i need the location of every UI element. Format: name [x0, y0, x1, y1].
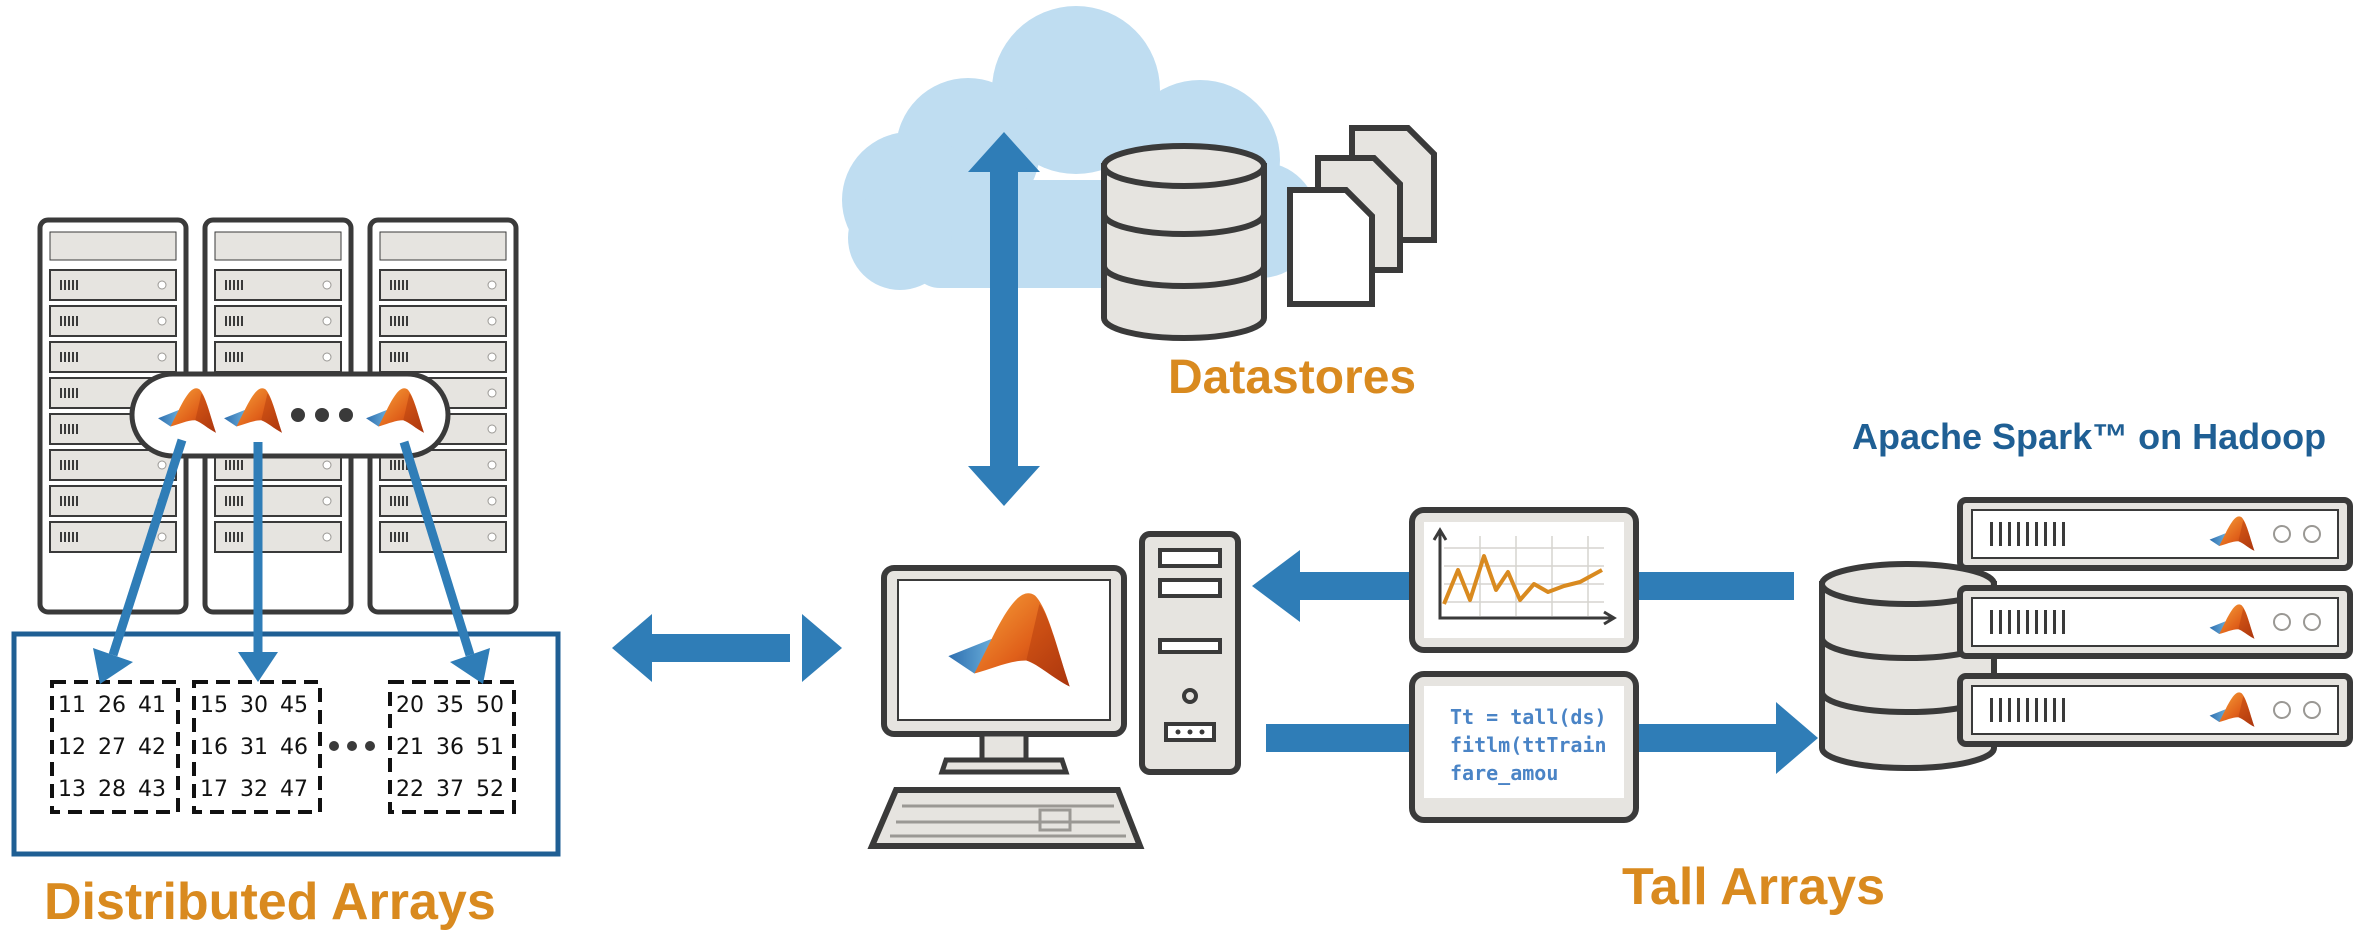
spark-on-hadoop-label: Apache Spark™ on Hadoop [1852, 416, 2327, 457]
array-value: 27 [98, 735, 126, 760]
array-value: 16 [200, 735, 228, 760]
rack-server-icon [1957, 585, 2353, 659]
ellipsis-dot [339, 408, 353, 422]
rack-unit [49, 341, 177, 373]
array-value: 32 [240, 777, 268, 802]
rack-unit [379, 485, 507, 517]
array-value: 51 [476, 735, 504, 760]
rack-unit [379, 521, 507, 553]
rack-unit [379, 341, 507, 373]
array-value: 21 [396, 735, 424, 760]
line-chart-panel [1409, 507, 1639, 653]
tall-arrays-label: Tall Arrays [1622, 858, 1886, 916]
ellipsis-dot [315, 408, 329, 422]
array-value: 45 [280, 693, 308, 718]
rack-unit [379, 269, 507, 301]
server-rack-icon [37, 217, 189, 615]
array-value: 26 [98, 693, 126, 718]
array-value: 17 [200, 777, 228, 802]
keyboard-icon [867, 787, 1145, 849]
array-value: 15 [200, 693, 228, 718]
array-value: 30 [240, 693, 268, 718]
array-value: 37 [436, 777, 464, 802]
ellipsis-dot [291, 408, 305, 422]
array-value: 20 [396, 693, 424, 718]
array-value: 46 [280, 735, 308, 760]
array-value: 13 [58, 777, 86, 802]
array-block-1 [50, 680, 180, 814]
array-value: 35 [436, 693, 464, 718]
array-value: 28 [98, 777, 126, 802]
array-value: 22 [396, 777, 424, 802]
array-value: 36 [436, 735, 464, 760]
rack-unit [214, 305, 342, 337]
rack-unit [49, 449, 177, 481]
rack-unit [214, 341, 342, 373]
array-value: 42 [138, 735, 166, 760]
rack-unit [214, 521, 342, 553]
array-value: 41 [138, 693, 166, 718]
ellipsis-dot [347, 741, 357, 751]
rack-unit [49, 269, 177, 301]
code-line: fare_amou [1450, 761, 1558, 785]
rack-server-icon [1957, 673, 2353, 747]
distribution-arrows [93, 438, 490, 684]
ellipsis-dot [329, 741, 339, 751]
bidirectional-arrow-horizontal [612, 614, 842, 682]
arrow-head [238, 652, 278, 682]
code-line: Tt = tall(ds) [1450, 705, 1607, 729]
line-chart-icon [1432, 527, 1617, 626]
rack-server-icon [1957, 497, 2353, 571]
code-line: fitlm(ttTrain [1450, 733, 1607, 757]
arrow-head [93, 648, 133, 684]
array-block-3 [388, 680, 516, 814]
array-values: 11 26 41 12 27 42 13 28 43 15 30 45 16 31 46 17 32 47 20 35… [58, 693, 504, 802]
rack-unit [49, 305, 177, 337]
code-panel: Tt = tall(ds) fitlm(ttTrain fare_amou [1409, 671, 1639, 823]
pc-tower-icon [1139, 531, 1241, 775]
rack-unit [214, 485, 342, 517]
datastores-label: Datastores [1168, 351, 1417, 404]
arrow-head [450, 648, 490, 684]
distributed-arrays-label: Distributed Arrays [44, 873, 496, 931]
ellipsis-dot [365, 741, 375, 751]
array-value: 50 [476, 693, 504, 718]
rack-unit [379, 305, 507, 337]
array-value: 43 [138, 777, 166, 802]
array-value: 47 [280, 777, 308, 802]
rack-unit [214, 269, 342, 301]
desktop-computer [867, 531, 1241, 849]
document-stack-icon [1287, 125, 1437, 307]
database-icon [1101, 143, 1267, 341]
array-value: 52 [476, 777, 504, 802]
bidirectional-arrow-vertical [968, 132, 1040, 506]
hadoop-rack-servers [1957, 497, 2353, 747]
matlab-workers-pill [129, 371, 451, 459]
array-value: 12 [58, 735, 86, 760]
server-rack-icon [367, 217, 519, 615]
desktop-monitor-icon [881, 565, 1127, 775]
array-block-2 [192, 680, 322, 814]
array-value: 31 [240, 735, 268, 760]
database-icon [1819, 561, 1997, 771]
array-value: 11 [58, 693, 86, 718]
